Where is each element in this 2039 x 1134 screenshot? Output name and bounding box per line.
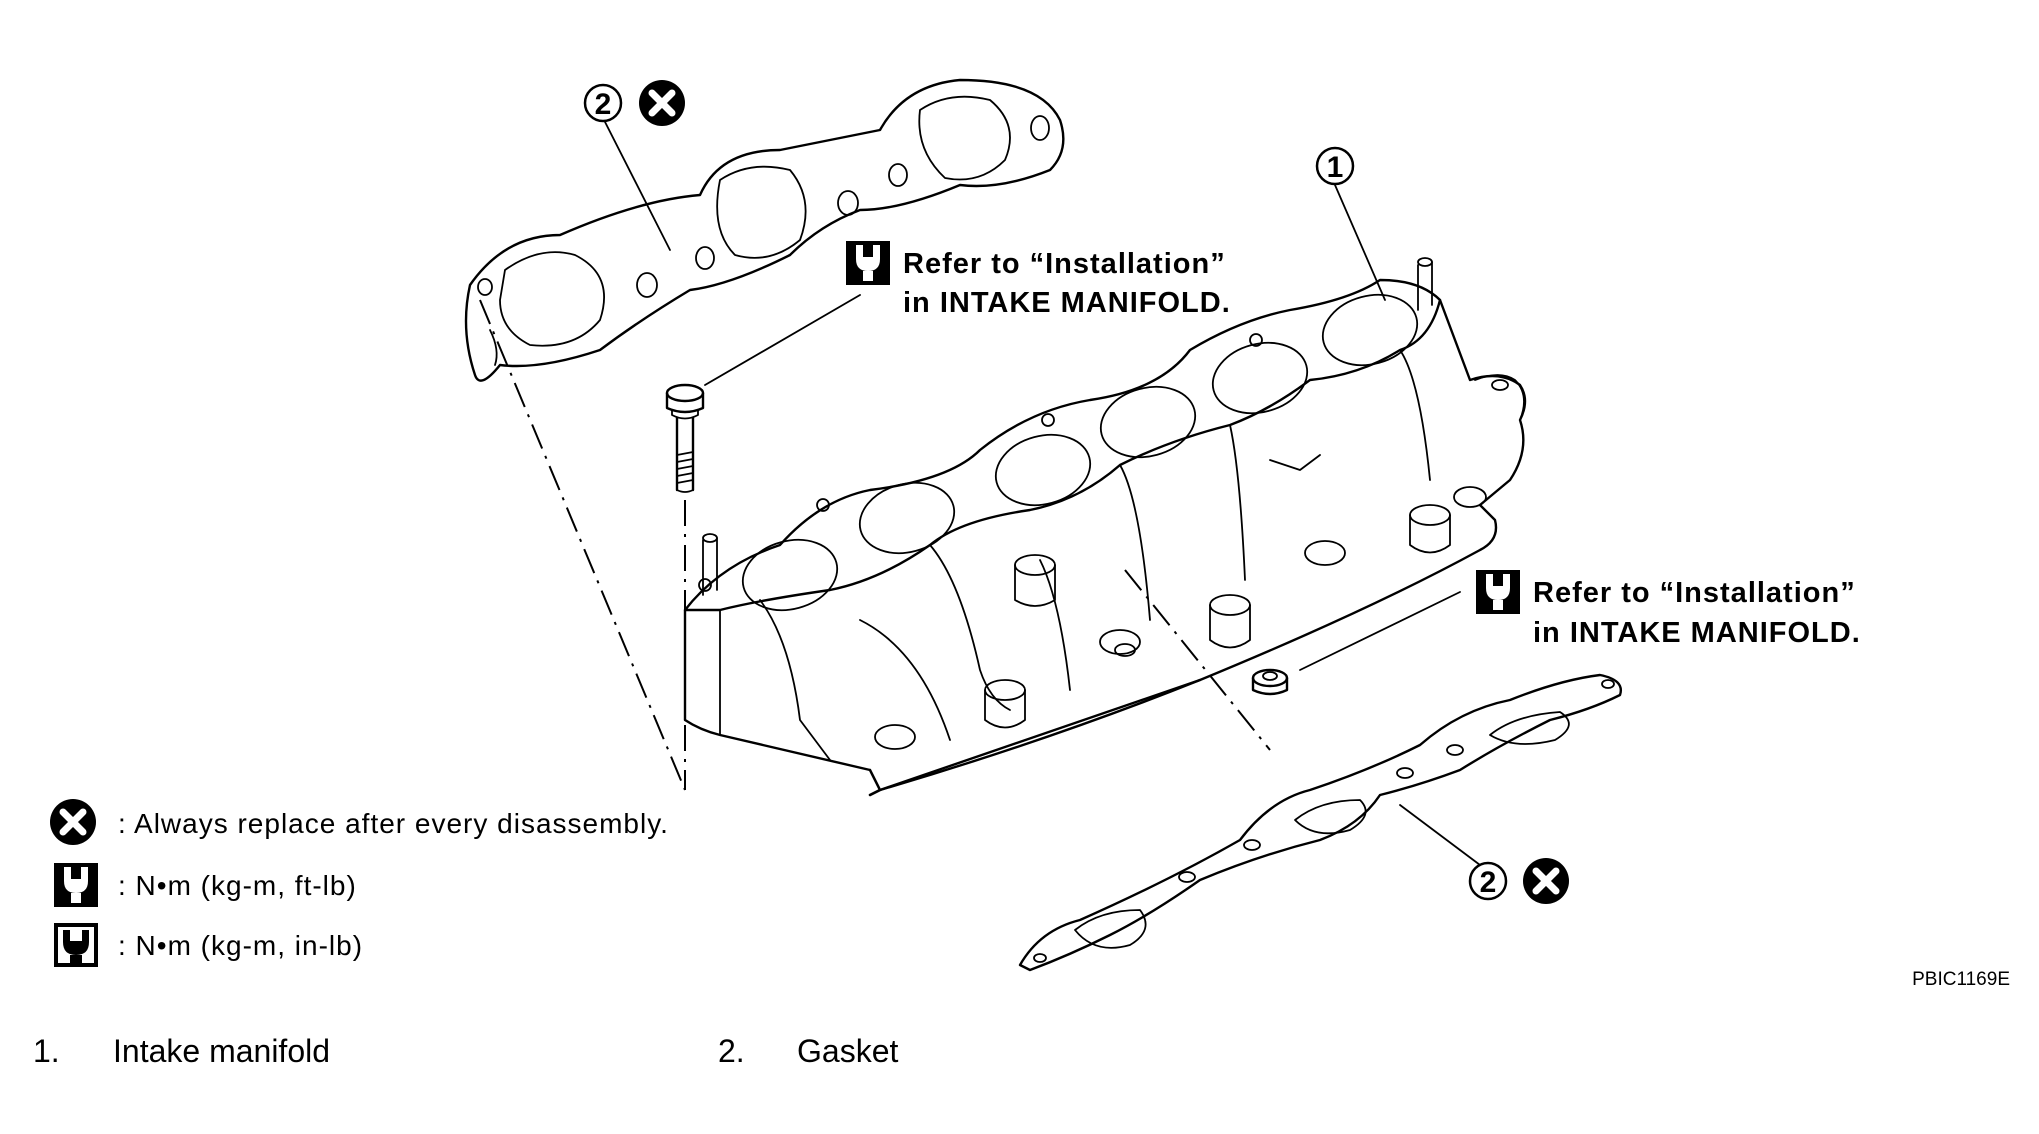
upper-gasket <box>464 78 1065 382</box>
part-name: Gasket <box>797 1033 898 1069</box>
replace-icon <box>50 799 96 845</box>
marker-label: 1 <box>1327 151 1344 184</box>
intake-manifold <box>683 257 1527 797</box>
legend-text: : N•m (kg-m, in-lb) <box>118 930 363 961</box>
legend-row-torque-ft-lb: : N•m (kg-m, ft-lb) <box>54 863 357 907</box>
symbol-legend: : Always replace after every disassembly… <box>50 799 669 967</box>
torque-wrench-icon <box>1476 570 1520 614</box>
torque-wrench-icon <box>54 863 98 907</box>
part-number: 2. <box>718 1033 745 1069</box>
torque-wrench-icon <box>846 241 890 285</box>
legend-row-torque-in-lb: : N•m (kg-m, in-lb) <box>54 923 363 967</box>
part-name: Intake manifold <box>113 1033 330 1069</box>
replace-icon <box>639 80 685 126</box>
assembly-center-lines <box>479 299 1271 791</box>
mounting-bolt <box>665 383 705 493</box>
replace-icon <box>1523 858 1569 904</box>
legend-row-replace: : Always replace after every disassembly… <box>50 799 669 845</box>
part-number: 1. <box>33 1033 60 1069</box>
torque-wrench-filled-icon <box>54 923 98 967</box>
marker-intake-manifold: 1 <box>1315 146 1355 186</box>
marker-label: 2 <box>595 88 612 121</box>
callout-line1: Refer to “Installation” <box>903 248 1226 280</box>
callout-line1: Refer to “Installation” <box>1533 577 1856 609</box>
callout-line2: in INTAKE MANIFOLD. <box>1533 617 1861 649</box>
callout-line2: in INTAKE MANIFOLD. <box>903 287 1231 319</box>
leader-lines <box>602 117 1481 866</box>
marker-gasket-bottom: 2 <box>1468 858 1569 904</box>
torque-callout-bolt: Refer to “Installation” in INTAKE MANIFO… <box>846 241 1231 319</box>
legend-text: : N•m (kg-m, ft-lb) <box>118 870 357 901</box>
marker-label: 2 <box>1480 866 1497 899</box>
legend-text: : Always replace after every disassembly… <box>118 808 669 839</box>
lower-gasket <box>1018 673 1622 972</box>
figure-code: PBIC1169E <box>1912 969 2010 990</box>
torque-callout-nut: Refer to “Installation” in INTAKE MANIFO… <box>1476 570 1861 649</box>
marker-gasket-top: 2 <box>583 80 685 126</box>
mounting-nut <box>1251 668 1289 696</box>
parts-list: 1. Intake manifold 2. Gasket <box>33 1033 898 1069</box>
